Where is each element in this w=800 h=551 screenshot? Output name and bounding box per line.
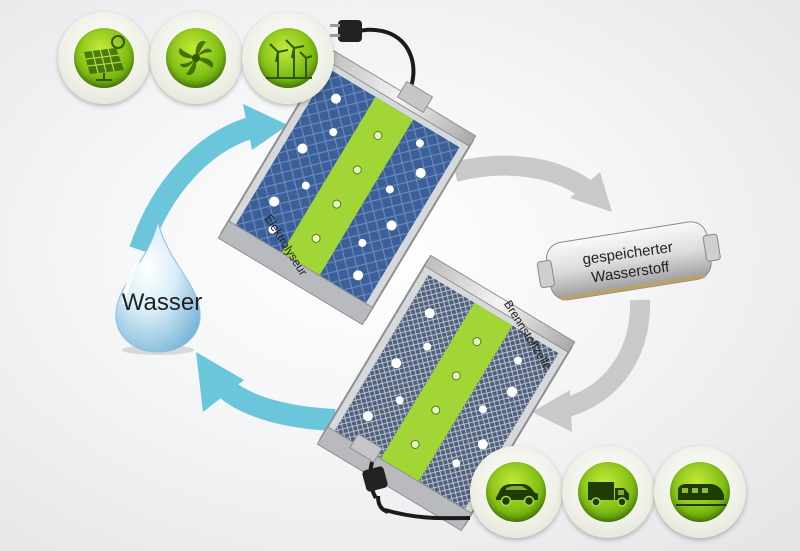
fuel-cell-plug	[349, 433, 471, 521]
hydrogen-tank	[536, 221, 721, 301]
solar-panel-icon	[84, 35, 125, 81]
wind-farm-icon	[266, 39, 313, 79]
truck-badge	[562, 446, 654, 538]
water-label: Wasser	[121, 289, 203, 316]
wind-fan-badge	[150, 12, 242, 104]
car-badge	[470, 446, 562, 538]
train-icon	[676, 484, 726, 506]
car-icon	[496, 484, 538, 507]
arrow-fuelcell-to-water	[196, 352, 336, 431]
arrow-water-to-electrolyser	[129, 104, 288, 254]
wind-turbine-fan-icon	[178, 40, 214, 76]
arrow-electrolyser-to-tank	[452, 155, 612, 212]
arrow-tank-to-fuelcell	[532, 299, 651, 432]
wind-farm-badge	[242, 12, 334, 104]
water-drop	[115, 221, 201, 355]
truck-icon	[588, 482, 629, 507]
electrolyser-plug	[330, 20, 434, 114]
solar-badge	[58, 12, 150, 104]
train-badge	[654, 446, 746, 538]
fuel-cell	[316, 254, 576, 532]
